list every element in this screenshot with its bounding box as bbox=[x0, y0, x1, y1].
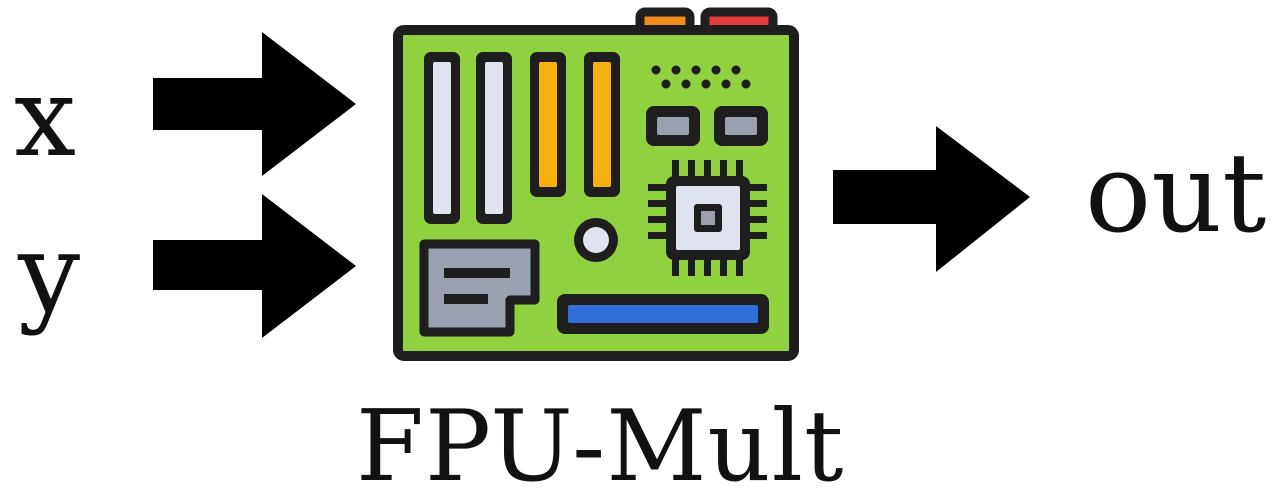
input-label-y: y bbox=[18, 209, 81, 337]
motherboard-icon bbox=[393, 7, 799, 361]
output-arrow bbox=[833, 126, 1030, 272]
input-label-x: x bbox=[14, 53, 77, 181]
input-arrow-x bbox=[153, 32, 356, 176]
module-name: FPU-Mult bbox=[356, 390, 845, 498]
input-arrow-y bbox=[153, 194, 356, 338]
output-label: out bbox=[1085, 129, 1267, 257]
